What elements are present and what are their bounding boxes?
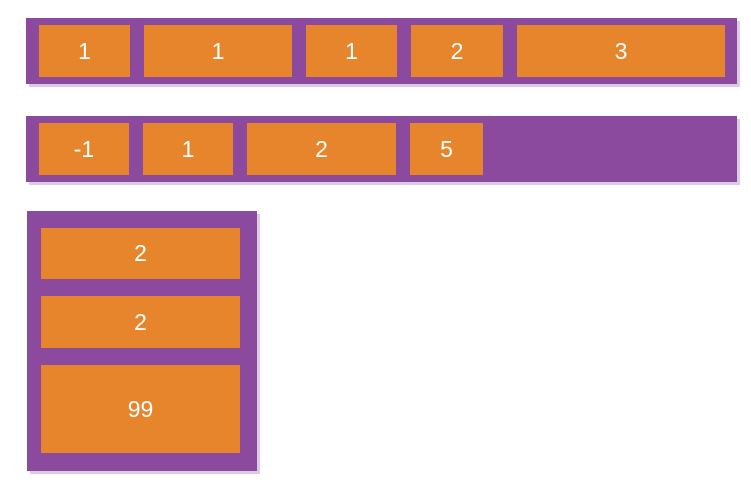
flex-item: 1: [306, 25, 397, 77]
flex-item: 3: [517, 25, 725, 77]
flex-row-container-1: 1 1 1 2 3: [26, 18, 737, 84]
flex-item: 2: [41, 296, 240, 348]
flex-column-container: 2 2 99: [27, 211, 257, 471]
flex-row-container-2: -1 1 2 5: [26, 116, 737, 182]
flex-item: 1: [39, 25, 130, 77]
flex-item: 5: [410, 123, 483, 175]
flex-item: 2: [247, 123, 396, 175]
flex-item: 1: [143, 123, 233, 175]
flex-item: 99: [41, 365, 240, 453]
flex-item: 2: [411, 25, 503, 77]
flex-item: -1: [39, 123, 129, 175]
flex-item: 2: [41, 228, 240, 279]
flex-item: 1: [144, 25, 292, 77]
